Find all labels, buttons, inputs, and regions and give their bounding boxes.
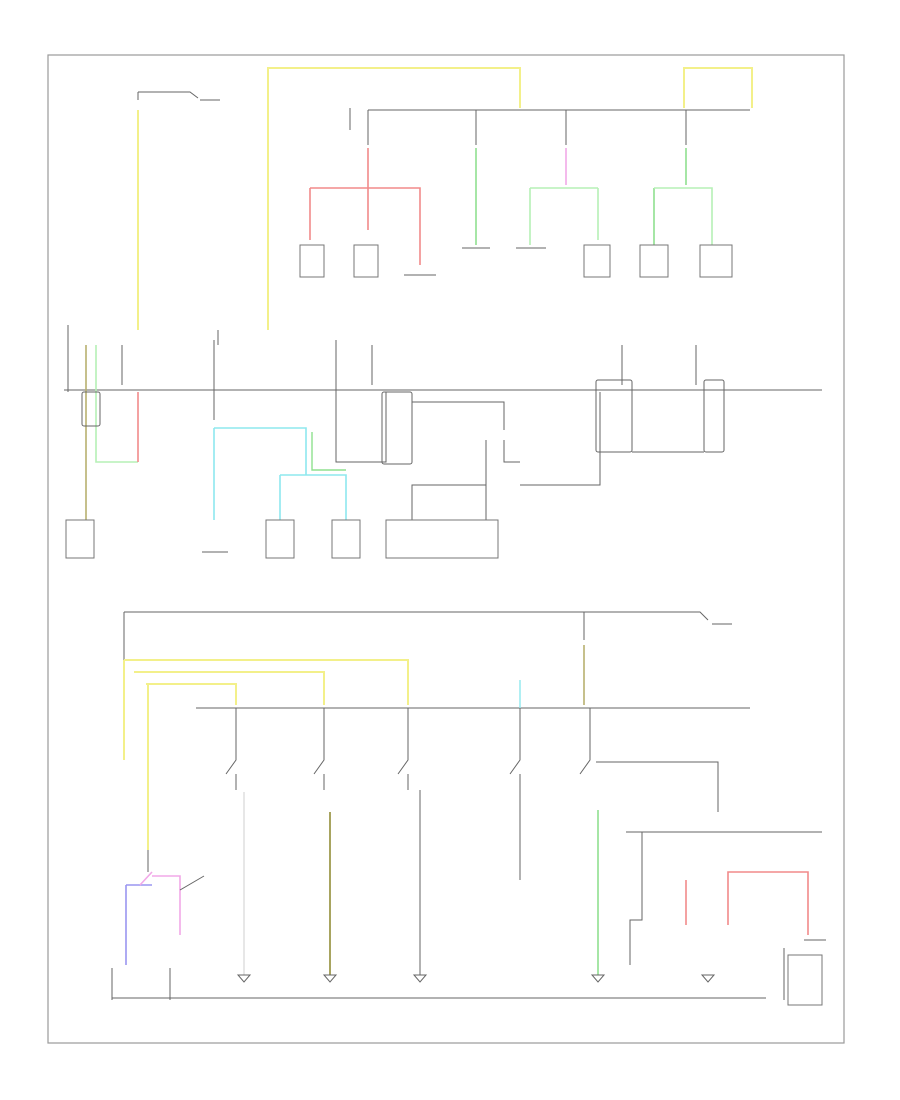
component-box-11 bbox=[265, 519, 295, 559]
center-circuit-b bbox=[411, 401, 505, 520]
component-box-1 bbox=[299, 244, 325, 278]
center-circuit-a bbox=[335, 340, 387, 463]
cyan-wire-b bbox=[279, 470, 347, 520]
connector-pair-right-2 bbox=[703, 379, 725, 453]
component-box-2 bbox=[353, 244, 379, 278]
green-wire-middle bbox=[311, 432, 346, 471]
blue-violet-circuit bbox=[125, 884, 152, 965]
red-lower-right-b bbox=[727, 871, 809, 935]
middle-fuse-section bbox=[64, 325, 822, 559]
ground-symbol-3 bbox=[412, 974, 428, 983]
top-center-yellow-wire bbox=[267, 67, 521, 330]
connector-pair-right-1 bbox=[595, 379, 633, 453]
top-right-yellow-wire bbox=[683, 67, 753, 108]
lower-switch-section bbox=[111, 611, 826, 1006]
pink-bottom-left bbox=[139, 871, 181, 935]
component-box-7 bbox=[639, 244, 669, 278]
center-circuit-c bbox=[503, 392, 601, 486]
ground-symbol-2 bbox=[322, 974, 338, 983]
component-box-14 bbox=[787, 954, 823, 1006]
component-box-13 bbox=[385, 519, 499, 559]
connector-pair-left bbox=[81, 391, 101, 427]
yellow-distribution bbox=[123, 659, 409, 850]
component-box-12 bbox=[331, 519, 361, 559]
ground-symbol-5 bbox=[700, 974, 716, 983]
bracket-lower-right bbox=[783, 939, 826, 1000]
cyan-wire-a bbox=[213, 427, 307, 520]
green-circuit-4 bbox=[653, 148, 687, 245]
light-green-circuit-3 bbox=[529, 187, 599, 245]
light-green-wire-left bbox=[95, 345, 138, 463]
top-fuse-section bbox=[137, 67, 753, 330]
component-box-9 bbox=[65, 519, 95, 559]
switch-4 bbox=[509, 708, 521, 880]
ground-symbol-4 bbox=[590, 974, 606, 983]
switch-3 bbox=[397, 708, 409, 790]
switch-5 bbox=[579, 708, 719, 812]
component-box-8 bbox=[699, 244, 733, 278]
right-lower-feed-a bbox=[629, 832, 643, 965]
diagram-frame bbox=[47, 54, 845, 1044]
ground-symbol-1 bbox=[236, 974, 252, 983]
component-box-6 bbox=[583, 244, 611, 278]
top-left-power-feed bbox=[137, 91, 220, 101]
connector-pair-center bbox=[381, 391, 413, 465]
switch-1 bbox=[225, 708, 237, 790]
red-circuit-1 bbox=[309, 148, 421, 265]
light-green-circuit-4 bbox=[654, 187, 713, 245]
switch-2 bbox=[313, 708, 325, 790]
lower-right-feed bbox=[583, 611, 732, 640]
bottom-left-fuse bbox=[147, 850, 205, 891]
